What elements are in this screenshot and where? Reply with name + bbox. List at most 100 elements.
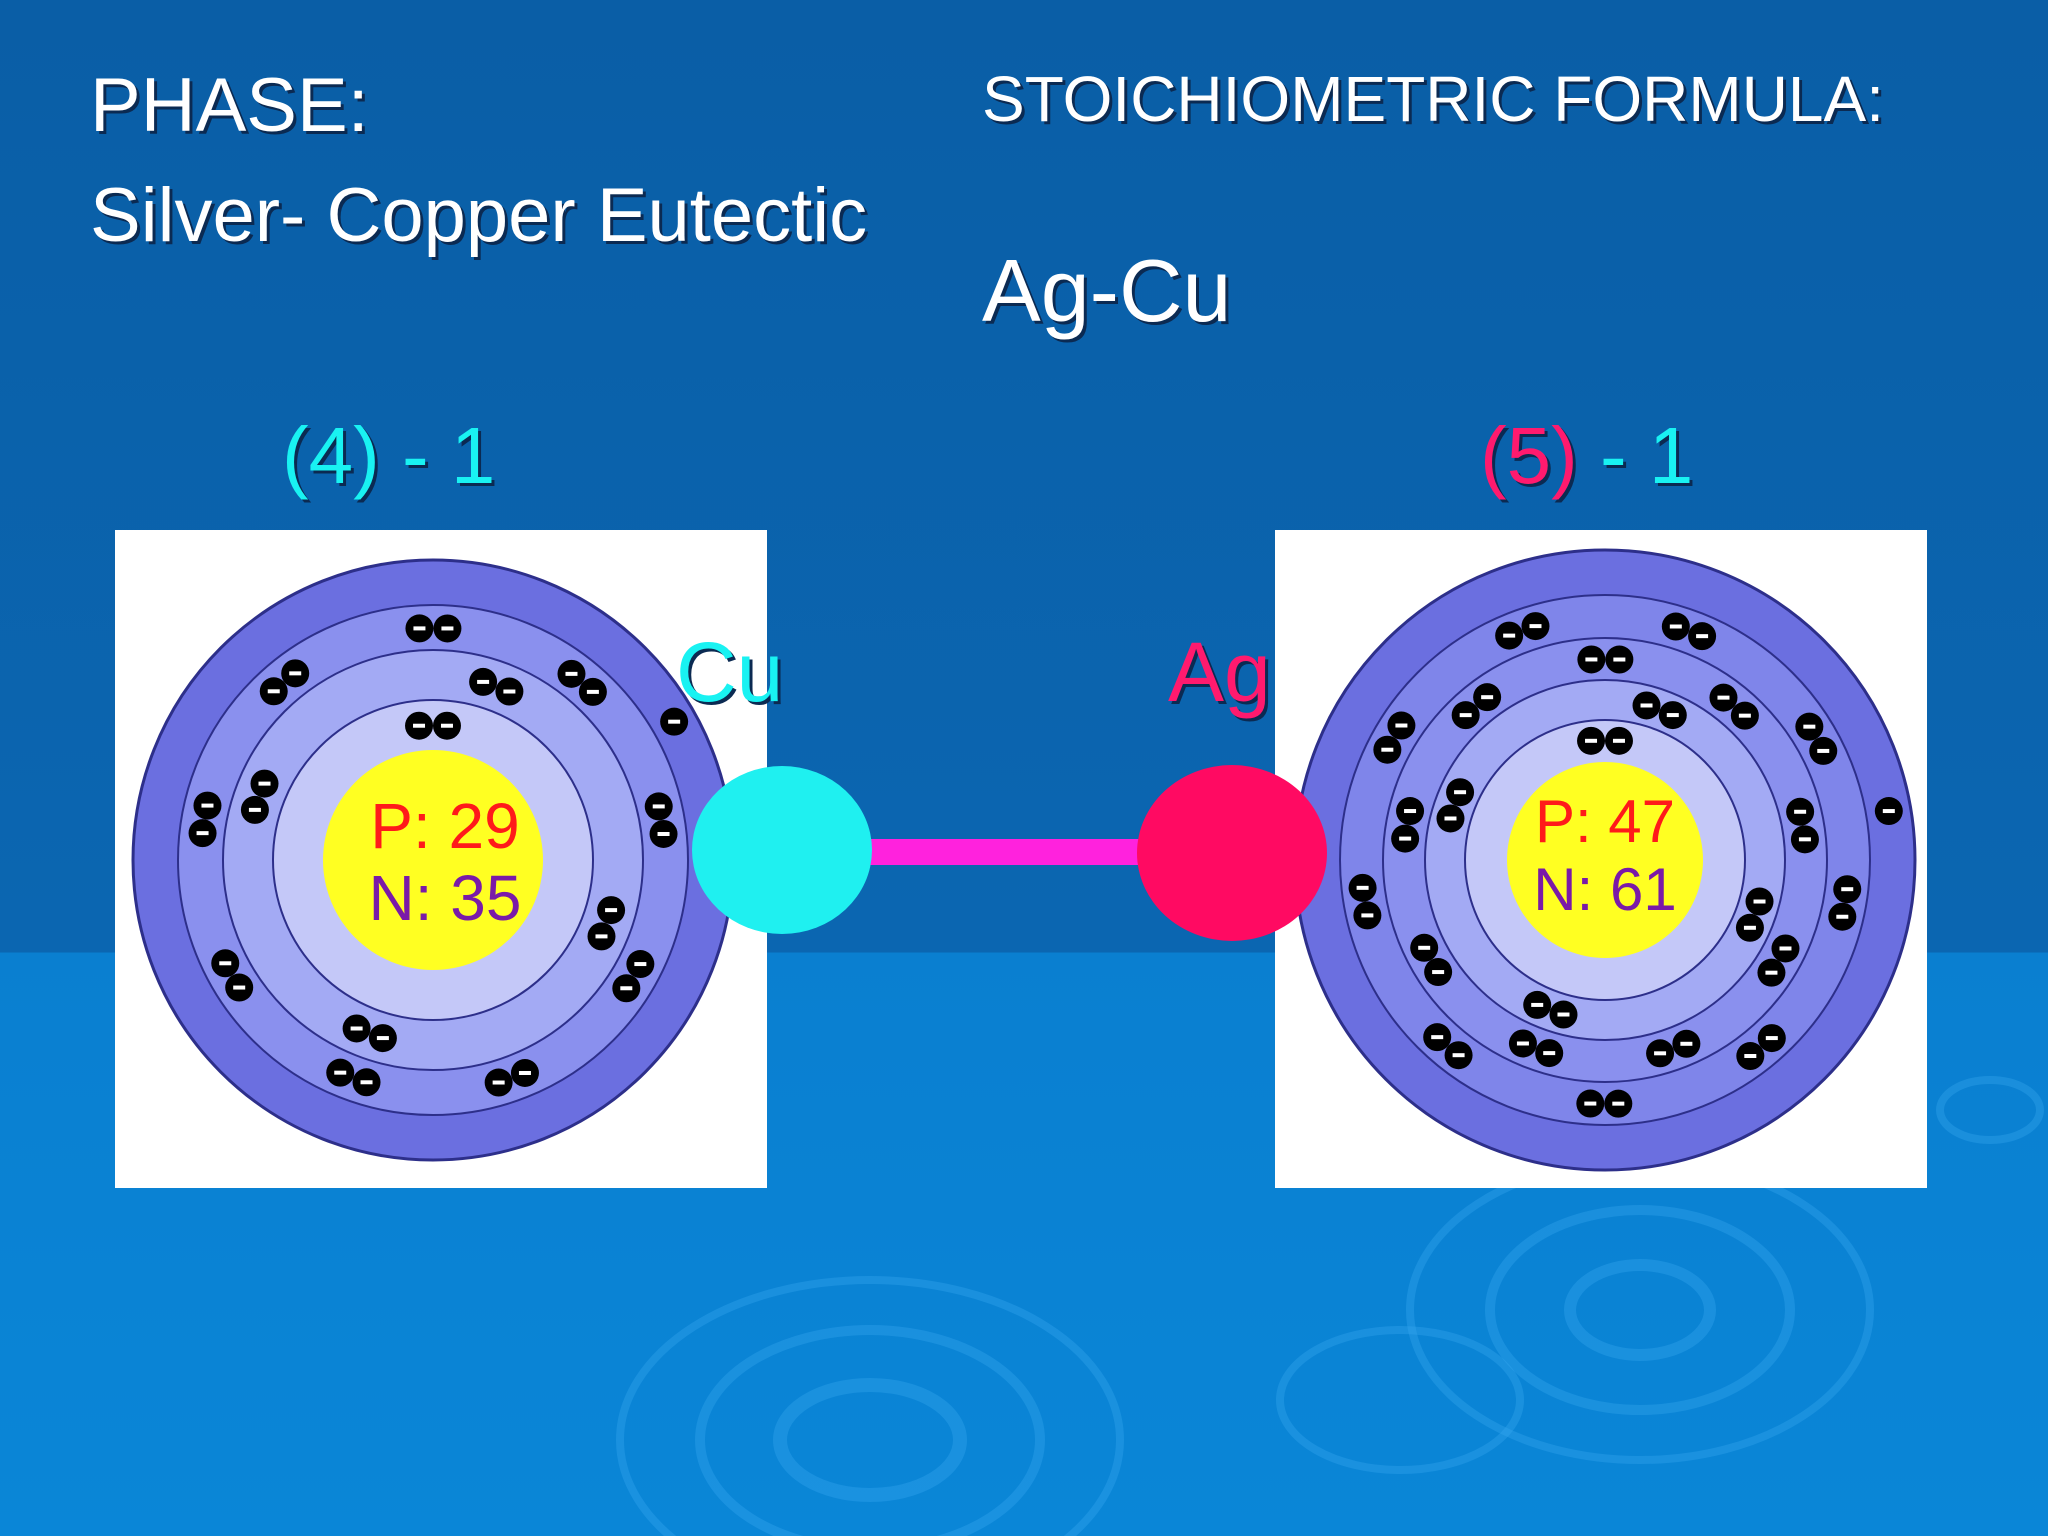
silver-electron-minus — [1395, 723, 1408, 728]
copper-electron-minus — [201, 803, 214, 808]
copper-electron-minus — [376, 1036, 389, 1041]
silver-electron-minus — [1418, 945, 1431, 950]
copper-electron-minus — [350, 1026, 363, 1031]
copper-electrons — [188, 614, 689, 1097]
phase-value: Silver- Copper Eutectic — [90, 173, 868, 258]
copper-electron-minus — [219, 961, 232, 966]
copper-bohr-model: P: 29 N: 35 — [131, 558, 735, 1162]
silver-electron-minus — [1836, 914, 1849, 919]
silver-electron-minus — [1744, 1054, 1757, 1059]
silver-electron-minus — [1543, 1051, 1556, 1056]
copper-electron-minus — [477, 679, 490, 684]
copper-electron-minus — [605, 908, 618, 913]
silver-electron-minus — [1640, 703, 1653, 708]
silver-electron-minus — [1481, 695, 1494, 700]
copper-electron-minus — [492, 1080, 505, 1085]
silver-electron-minus — [1612, 738, 1625, 743]
silver-electron-minus — [1765, 1036, 1778, 1041]
silver-electron-minus — [1584, 1101, 1597, 1106]
copper-electron-minus — [196, 831, 209, 836]
silver-atom-diagram: P: 47 N: 61 — [1275, 530, 1927, 1188]
silver-electron-minus — [1753, 899, 1766, 904]
silver-electron-minus — [1613, 657, 1626, 662]
copper-electron-minus — [634, 962, 647, 967]
silver-electron-minus — [1404, 809, 1417, 814]
formula-label: STOICHIOMETRIC FORMULA: — [982, 63, 1884, 135]
copper-electron-minus — [289, 671, 302, 676]
copper-electron-minus — [595, 934, 608, 939]
copper-electron-minus — [267, 689, 280, 694]
silver-electron-minus — [1529, 624, 1542, 629]
silver-electron-minus — [1585, 738, 1598, 743]
silver-electron-minus — [1803, 724, 1816, 729]
silver-electron-minus — [1585, 657, 1598, 662]
copper-atom-diagram: P: 29 N: 35 — [115, 530, 767, 1188]
silver-electron-minus — [1765, 970, 1778, 975]
silver-electron-minus — [1516, 1041, 1529, 1046]
phase-label: PHASE: — [90, 63, 369, 148]
silver-electron-minus — [1399, 836, 1412, 841]
silver-electron-minus — [1669, 624, 1682, 629]
copper-neutrons: N: 35 — [369, 862, 522, 934]
copper-electron-minus — [657, 831, 670, 836]
silver-electron-minus — [1696, 634, 1709, 639]
silver-electron-minus — [1612, 1101, 1625, 1106]
silver-electron-minus — [1798, 837, 1811, 842]
silver-electron-minus — [1738, 713, 1751, 718]
silver-electron-minus — [1817, 748, 1830, 753]
copper-electron-minus — [440, 723, 453, 728]
silver-bohr-model: P: 47 N: 61 — [1293, 548, 1917, 1172]
copper-protons: P: 29 — [370, 790, 519, 862]
silver-symbol: Ag — [1168, 625, 1271, 719]
silver-electron-minus — [1882, 809, 1895, 814]
silver-electron-minus — [1717, 695, 1730, 700]
silver-protons: P: 47 — [1535, 788, 1675, 855]
silver-electron-minus — [1743, 925, 1756, 930]
silver-valence-rest: - 1 — [1577, 411, 1694, 500]
silver-electron-minus — [1680, 1041, 1693, 1046]
silver-electron-minus — [1432, 970, 1445, 975]
copper-valence-paren: (4) — [282, 411, 380, 500]
silver-electron-minus — [1431, 1035, 1444, 1040]
silver-electron-minus — [1666, 713, 1679, 718]
copper-electron-minus — [503, 689, 516, 694]
copper-electron-minus — [258, 781, 271, 786]
copper-electron-minus — [620, 986, 633, 991]
silver-valence-paren: (5) — [1480, 411, 1578, 500]
copper-electron-minus — [360, 1080, 373, 1085]
copper-electron-minus — [413, 723, 426, 728]
silver-electron-minus — [1779, 946, 1792, 951]
copper-valence-rest: - 1 — [379, 411, 496, 500]
silver-electron-minus — [1841, 887, 1854, 892]
copper-electron-minus — [668, 719, 681, 724]
silver-valence: (5) - 1 — [1480, 410, 1693, 502]
silver-electron-minus — [1361, 913, 1374, 918]
silver-electron-minus — [1444, 816, 1457, 821]
silver-electron-minus — [1531, 1002, 1544, 1007]
silver-electron-minus — [1454, 790, 1467, 795]
copper-symbol: Cu — [676, 625, 784, 719]
copper-electron-minus — [652, 804, 665, 809]
formula-value: Ag-Cu — [982, 241, 1232, 340]
silver-electron-minus — [1557, 1012, 1570, 1017]
silver-electron-minus — [1654, 1051, 1667, 1056]
silver-electron-minus — [1356, 885, 1369, 890]
silver-electron-minus — [1794, 809, 1807, 814]
silver-neutrons: N: 61 — [1533, 856, 1676, 923]
copper-electron-minus — [518, 1070, 531, 1075]
copper-electron-minus — [248, 807, 261, 812]
copper-electron-minus — [413, 626, 426, 631]
silver-electron-minus — [1381, 747, 1394, 752]
copper-electron-minus — [334, 1070, 347, 1075]
copper-valence: (4) - 1 — [282, 410, 495, 502]
copper-electron-minus — [586, 689, 599, 694]
copper-electron-minus — [565, 671, 578, 676]
silver-electrons — [1348, 612, 1903, 1118]
copper-electron-minus — [233, 985, 246, 990]
silver-electron-minus — [1452, 1053, 1465, 1058]
silver-electron-minus — [1459, 713, 1472, 718]
silver-electron-minus — [1503, 633, 1516, 638]
copper-electron-minus — [441, 626, 454, 631]
